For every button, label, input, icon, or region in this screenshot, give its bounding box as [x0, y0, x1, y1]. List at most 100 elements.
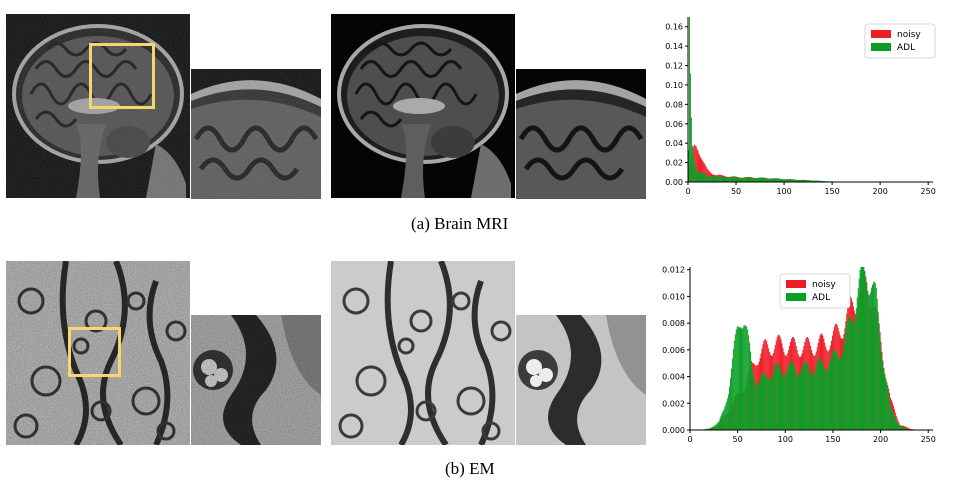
histogram-bar: [887, 387, 889, 430]
histogram-bar: [772, 178, 774, 182]
histogram-bar: [833, 349, 835, 430]
histogram-bar: [709, 176, 711, 182]
histogram-bar: [702, 172, 704, 182]
histogram-bar: [767, 378, 769, 430]
histogram-bar: [768, 379, 770, 430]
histogram-bar: [824, 369, 826, 430]
histogram-bar: [756, 178, 758, 182]
legend-swatch: [786, 293, 806, 301]
histogram-bar: [871, 287, 873, 430]
histogram-bar: [749, 177, 751, 182]
histogram-bar: [764, 373, 766, 430]
histogram-bar: [875, 287, 877, 430]
histogram-bar: [698, 172, 700, 182]
histogram-bar: [799, 373, 801, 430]
histogram-bar: [790, 361, 792, 430]
histogram-bar: [700, 172, 702, 182]
histogram-bar: [784, 375, 786, 430]
histogram-bar: [782, 375, 784, 430]
histogram-bar: [717, 422, 719, 430]
histogram-bar: [830, 358, 832, 430]
histogram-bar: [845, 329, 847, 430]
histogram-bar: [736, 327, 738, 430]
histogram-bar: [811, 180, 813, 182]
histogram-bar: [781, 179, 783, 182]
histogram-bar: [763, 372, 765, 430]
histogram-bar: [752, 178, 754, 182]
histogram-bar: [840, 358, 842, 430]
histogram-bar: [909, 428, 911, 430]
histogram-bar: [735, 177, 737, 182]
x-tick-label: 50: [731, 187, 741, 196]
histogram-bar: [770, 379, 771, 430]
histogram-bar: [730, 176, 732, 182]
histogram-bar: [808, 180, 810, 182]
histogram-bar: [714, 176, 716, 182]
series-adl: [688, 17, 852, 182]
histogram-bar: [705, 174, 707, 182]
histogram-bar: [815, 180, 817, 182]
histogram-bar: [745, 177, 747, 182]
histogram-bar: [810, 180, 811, 182]
histogram-bar: [781, 373, 783, 430]
y-tick-label: 0.012: [662, 266, 685, 275]
histogram-bar: [735, 329, 737, 430]
histogram-bar: [802, 364, 804, 430]
histogram-bar: [852, 322, 854, 430]
histogram-bar: [842, 351, 844, 430]
histogram-bar: [867, 291, 869, 430]
histogram-bar: [786, 179, 788, 182]
histogram-bar: [739, 327, 741, 430]
histogram-bar: [806, 362, 808, 430]
histogram-bar: [832, 350, 834, 430]
histogram-bar: [738, 177, 740, 182]
histogram-bar: [749, 342, 751, 430]
histogram-bar: [811, 374, 812, 430]
histogram-bar: [858, 278, 860, 430]
histogram-bar: [696, 170, 698, 182]
x-tick-label: 200: [873, 435, 888, 444]
histogram-bar: [787, 368, 789, 430]
histogram-bar: [814, 368, 816, 430]
histogram-bar: [753, 178, 755, 182]
zoom-region-box: [68, 327, 121, 377]
histogram-bar: [716, 176, 718, 182]
histogram-bar: [872, 284, 873, 430]
histogram-bar: [811, 374, 813, 430]
histogram-bar: [731, 358, 733, 430]
histogram-bar: [711, 427, 713, 430]
y-tick-label: 0.12: [665, 62, 683, 71]
histogram-bar: [792, 179, 794, 182]
histogram-bar: [743, 325, 745, 430]
histogram-bar: [699, 156, 701, 182]
histogram-bar: [872, 282, 874, 430]
histogram-bar: [835, 351, 837, 430]
histogram-bar: [798, 375, 800, 430]
histogram-bar: [787, 179, 789, 182]
histogram-bar: [755, 385, 757, 430]
histogram-bar: [879, 338, 881, 430]
histogram-bar: [740, 327, 742, 430]
histogram-bar: [827, 369, 829, 430]
histogram-bar: [774, 365, 776, 430]
histogram-bar: [852, 323, 853, 430]
histogram-bar: [738, 327, 740, 430]
histogram-bar: [711, 176, 713, 182]
histogram-bar: [822, 364, 824, 430]
histogram-bar: [718, 421, 720, 430]
histogram-bar: [734, 334, 736, 430]
histogram-bar: [759, 379, 761, 430]
histogram-bar: [744, 325, 746, 430]
histogram-bar: [706, 428, 708, 430]
histogram-bar: [843, 344, 845, 430]
x-tick-label: 50: [733, 435, 743, 444]
histogram-bar: [790, 179, 792, 182]
histogram-bar: [771, 178, 773, 182]
legend-label: noisy: [812, 280, 836, 290]
histogram-bar: [796, 375, 798, 430]
x-tick-label: 150: [824, 187, 839, 196]
histogram-bar: [873, 281, 875, 430]
histogram-bar: [736, 177, 737, 182]
